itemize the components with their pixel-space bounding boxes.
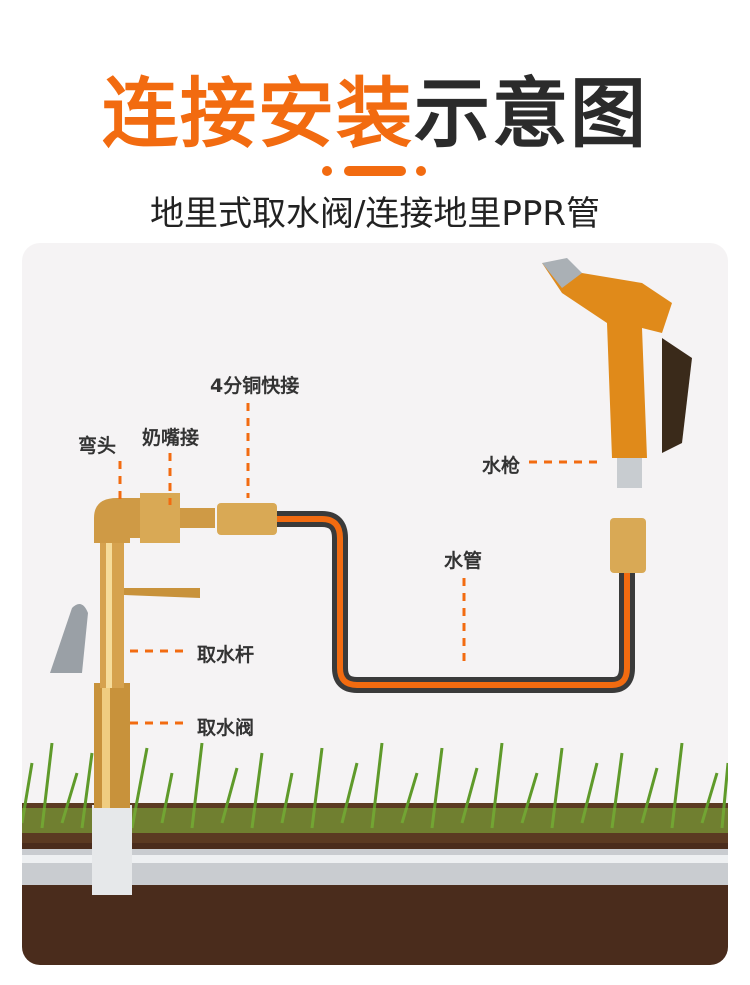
spray-gun — [542, 258, 692, 488]
tee-fitting — [92, 805, 132, 895]
grass — [22, 742, 728, 829]
subtitle: 地里式取水阀/连接地里PPR管 — [149, 194, 601, 234]
label-hose: 水管 — [444, 550, 483, 572]
label-valve: 取水阀 — [197, 717, 255, 739]
diagram-panel: 4分铜快接 弯头 奶嘴接 水枪 水管 取水杆 取水阀 — [22, 243, 728, 965]
label-quick-connector: 4分铜快接 — [210, 375, 300, 397]
leader-lines — [118, 403, 597, 725]
valve-handle — [50, 604, 88, 673]
diagram-illustration — [22, 258, 728, 965]
hose — [277, 511, 635, 693]
page-title: 连接安装示意图 — [102, 69, 648, 158]
valve-body — [94, 683, 130, 808]
label-spray-gun: 水枪 — [482, 455, 521, 477]
label-rod: 取水杆 — [197, 644, 255, 666]
label-elbow: 弯头 — [78, 435, 117, 457]
nipple — [180, 508, 215, 528]
title-divider — [322, 165, 428, 177]
label-nipple-connector: 奶嘴接 — [142, 427, 200, 449]
gun-quick-connector — [610, 518, 646, 573]
quick-connector — [217, 503, 277, 535]
